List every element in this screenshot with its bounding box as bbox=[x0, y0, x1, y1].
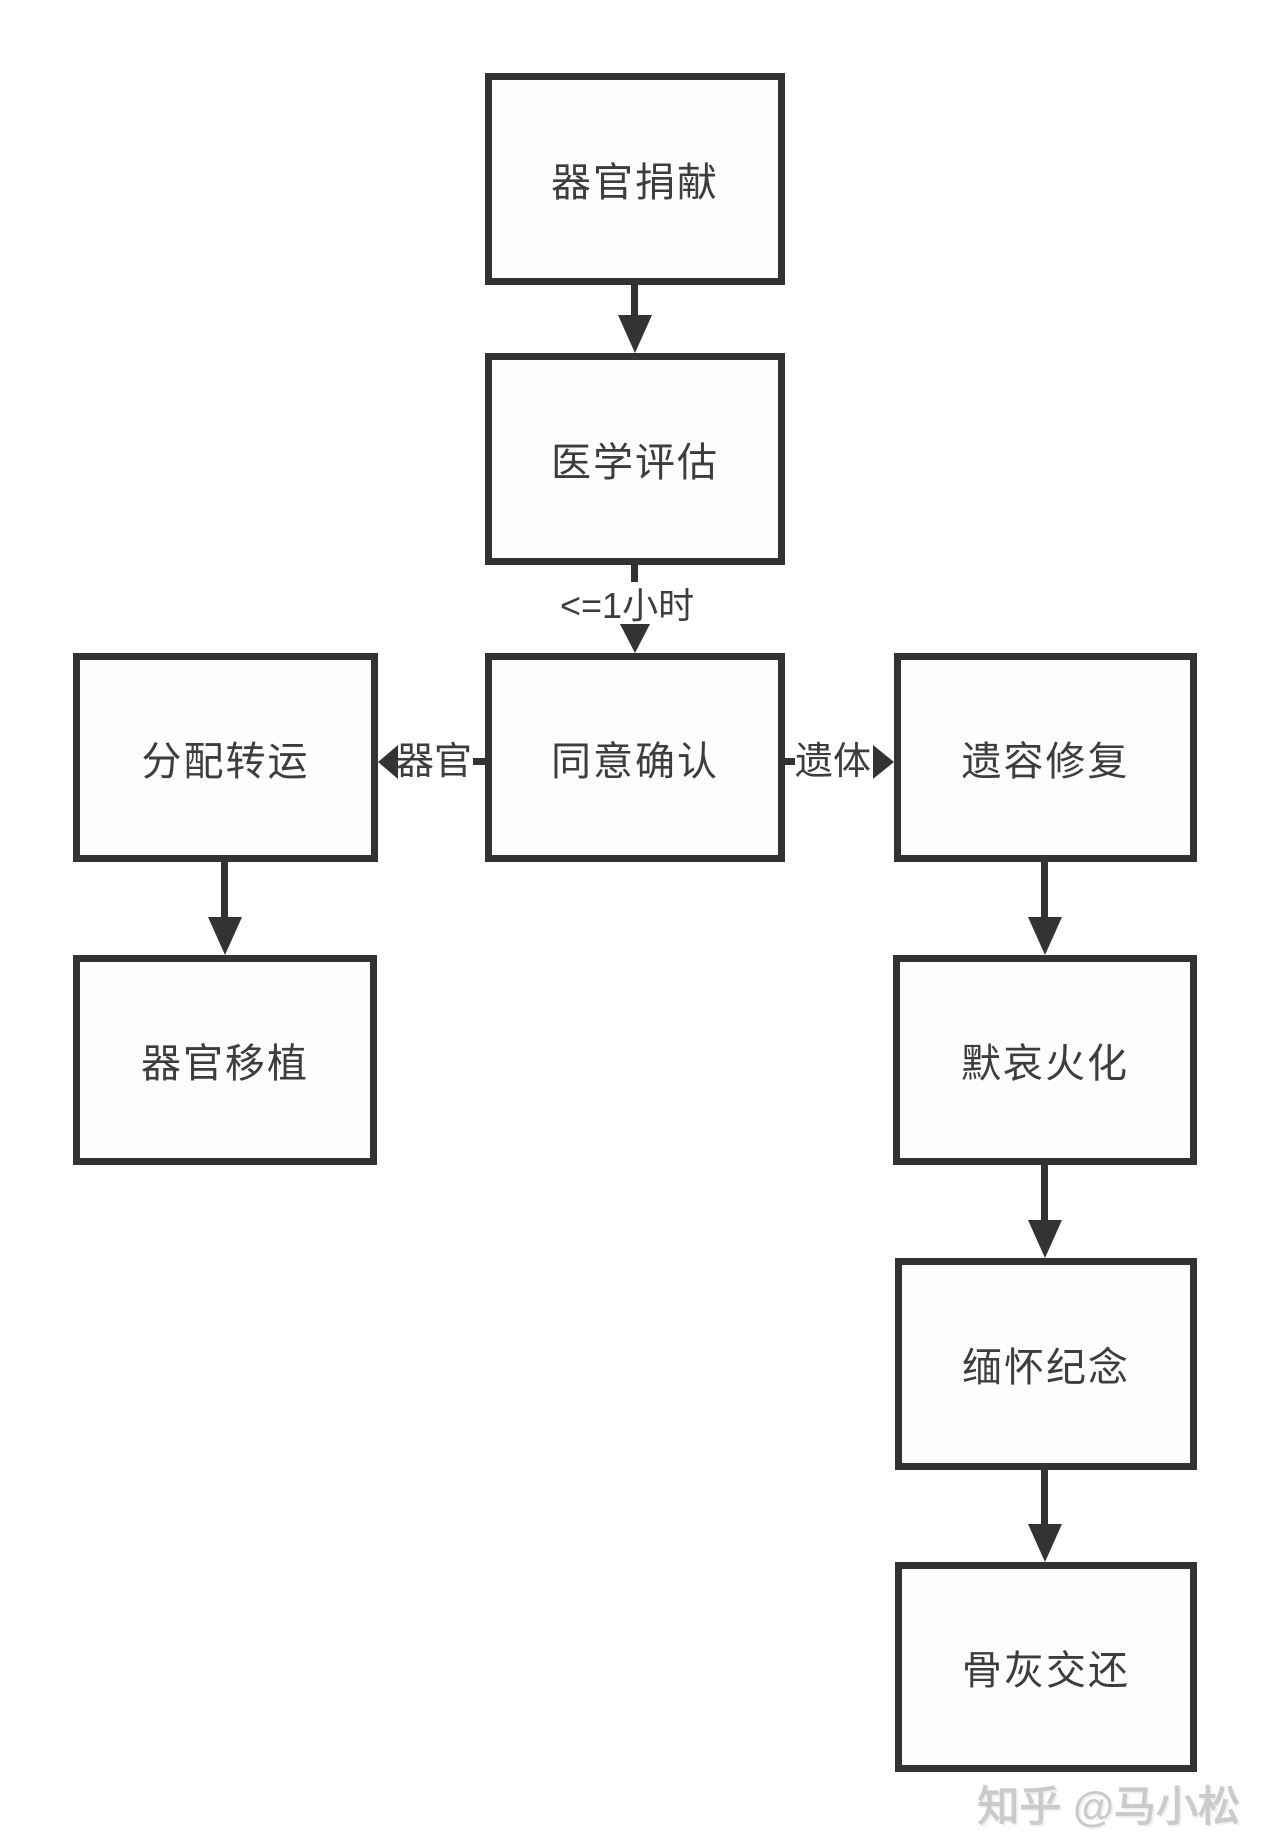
flow-node-medical-evaluation: 医学评估 bbox=[485, 353, 785, 565]
arrow-line-memorial-to-ashes bbox=[1041, 1470, 1048, 1524]
arrowhead-down-icon bbox=[208, 917, 242, 955]
node-label-organ-donation: 器官捐献 bbox=[551, 161, 719, 205]
arrowhead-down-icon bbox=[1028, 1220, 1062, 1258]
node-label-allocation-transport: 分配转运 bbox=[141, 739, 310, 784]
flow-node-memorial: 缅怀纪念 bbox=[895, 1258, 1197, 1470]
node-label-memorial: 缅怀纪念 bbox=[962, 1346, 1130, 1390]
node-label-ashes-return: 骨灰交还 bbox=[962, 1649, 1130, 1693]
node-label-silent-cremation: 默哀火化 bbox=[961, 1042, 1129, 1086]
arrow-line-restoration-to-cremation bbox=[1041, 862, 1048, 917]
node-label-consent-confirmation: 同意确认 bbox=[551, 739, 719, 784]
node-label-body-restoration: 遗容修复 bbox=[961, 739, 1130, 784]
arrowhead-left-icon bbox=[378, 745, 398, 779]
flow-node-allocation-transport: 分配转运 bbox=[73, 653, 378, 862]
flow-node-organ-transplant: 器官移植 bbox=[73, 955, 377, 1165]
arrow-line-donation-to-evaluation bbox=[631, 285, 638, 317]
zhihu-watermark: 知乎 @马小松 bbox=[977, 1783, 1240, 1830]
arrow-line-consent-to-restoration bbox=[783, 758, 795, 765]
edge-label-time-limit: <=1小时 bbox=[560, 585, 695, 626]
flow-node-body-restoration: 遗容修复 bbox=[894, 653, 1197, 862]
arrowhead-down-icon bbox=[620, 624, 650, 653]
arrow-line-consent-to-allocation bbox=[473, 758, 485, 765]
arrowhead-down-icon bbox=[1028, 917, 1062, 955]
edge-label-organ-branch: 器官 bbox=[396, 741, 473, 783]
edge-label-body-branch: 遗体 bbox=[795, 741, 872, 783]
flow-node-silent-cremation: 默哀火化 bbox=[893, 955, 1197, 1165]
arrow-line-evaluation-to-consent bbox=[631, 565, 638, 582]
arrowhead-right-icon bbox=[873, 745, 894, 779]
flow-node-ashes-return: 骨灰交还 bbox=[895, 1562, 1197, 1772]
flow-node-organ-donation: 器官捐献 bbox=[485, 73, 785, 285]
arrow-line-allocation-to-transplant bbox=[221, 862, 228, 917]
arrowhead-down-icon bbox=[1028, 1524, 1062, 1562]
flow-node-consent-confirmation: 同意确认 bbox=[485, 653, 785, 862]
arrow-line-cremation-to-memorial bbox=[1041, 1165, 1048, 1220]
arrowhead-down-icon bbox=[618, 315, 652, 353]
node-label-organ-transplant: 器官移植 bbox=[141, 1042, 309, 1086]
node-label-medical-evaluation: 医学评估 bbox=[551, 441, 719, 485]
